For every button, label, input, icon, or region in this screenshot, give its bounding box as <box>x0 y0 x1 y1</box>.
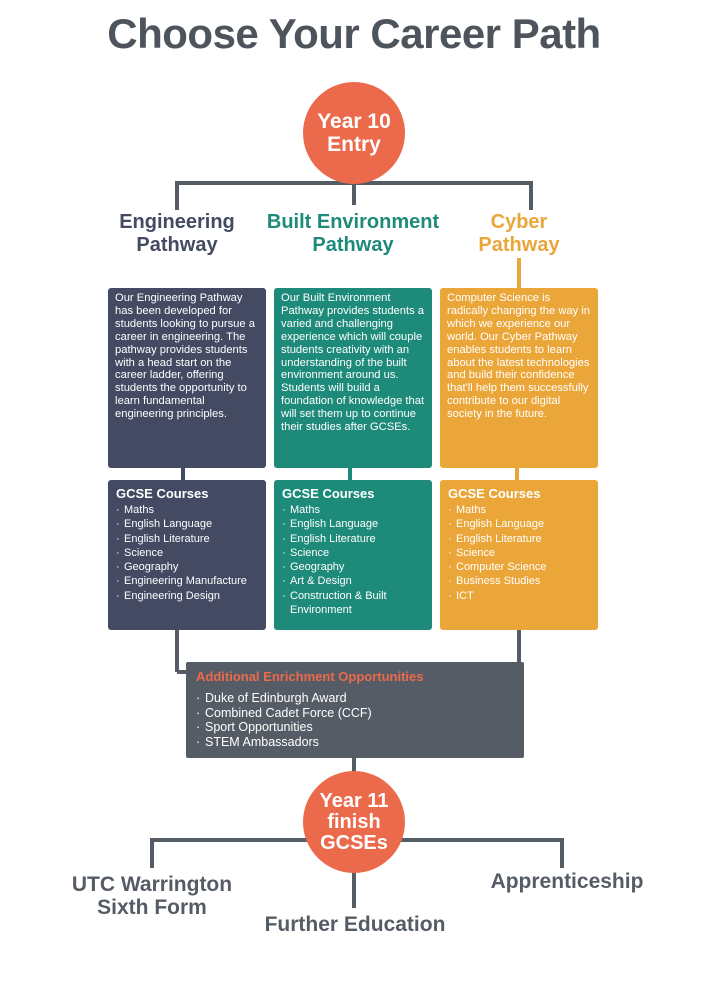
enrichment-item: Sport Opportunities <box>196 720 514 735</box>
entry-line2: Entry <box>327 133 381 156</box>
engineering-description: Our Engineering Pathway has been develop… <box>108 288 266 468</box>
enrichment-box: Additional Enrichment Opportunities Duke… <box>186 662 524 758</box>
enrichment-heading: Additional Enrichment Opportunities <box>196 669 424 684</box>
finish-line1: Year 11 <box>319 789 389 812</box>
course-item: Construction & Built Environment <box>282 589 424 618</box>
course-item: Engineering Manufacture <box>116 574 258 589</box>
outcome-apprenticeship: Apprenticeship <box>490 870 644 893</box>
course-item: Science <box>282 546 424 561</box>
engineering-courses: GCSE Courses Maths English Language Engl… <box>108 480 266 630</box>
course-item: English Language <box>116 517 258 532</box>
outcome-sixth-form: UTC Warrington Sixth Form <box>71 873 233 919</box>
cyber-courses: GCSE Courses Maths English Language Engl… <box>440 480 598 630</box>
course-item: Maths <box>448 503 590 518</box>
built-environment-courses: GCSE Courses Maths English Language Engl… <box>274 480 432 630</box>
engineering-pathway-title: Engineering Pathway <box>119 211 235 256</box>
enrichment-item: STEM Ambassadors <box>196 735 514 750</box>
course-item: Computer Science <box>448 560 590 575</box>
built-environment-pathway-title: Built Environment Pathway <box>266 211 440 256</box>
course-item: English Literature <box>116 532 258 547</box>
finish-line2: finish <box>327 810 381 833</box>
course-item: Science <box>116 546 258 561</box>
entry-line1: Year 10 <box>317 110 391 133</box>
course-item: Art & Design <box>282 574 424 589</box>
courses-heading: GCSE Courses <box>282 486 375 501</box>
course-item: Business Studies <box>448 574 590 589</box>
finish-line3: GCSEs <box>320 831 388 854</box>
course-item: English Language <box>448 517 590 532</box>
course-item: English Literature <box>282 532 424 547</box>
course-item: Science <box>448 546 590 561</box>
course-item: English Language <box>282 517 424 532</box>
course-item: English Literature <box>448 532 590 547</box>
courses-heading: GCSE Courses <box>116 486 209 501</box>
course-item: Maths <box>116 503 258 518</box>
entry-circle: Year 10 Entry <box>303 82 405 184</box>
courses-heading: GCSE Courses <box>448 486 541 501</box>
enrichment-item: Combined Cadet Force (CCF) <box>196 706 514 721</box>
outcome-further-education: Further Education <box>264 913 446 936</box>
cyber-pathway-title: Cyber Pathway <box>478 211 560 256</box>
course-item: Engineering Design <box>116 589 258 604</box>
built-environment-description: Our Built Environment Pathway provides s… <box>274 288 432 468</box>
course-item: Geography <box>282 560 424 575</box>
finish-circle: Year 11 finish GCSEs <box>303 771 405 873</box>
course-item: Maths <box>282 503 424 518</box>
cyber-description: Computer Science is radically changing t… <box>440 288 598 468</box>
enrichment-item: Duke of Edinburgh Award <box>196 691 514 706</box>
course-item: Geography <box>116 560 258 575</box>
course-item: ICT <box>448 589 590 604</box>
page-title: Choose Your Career Path <box>107 10 601 57</box>
